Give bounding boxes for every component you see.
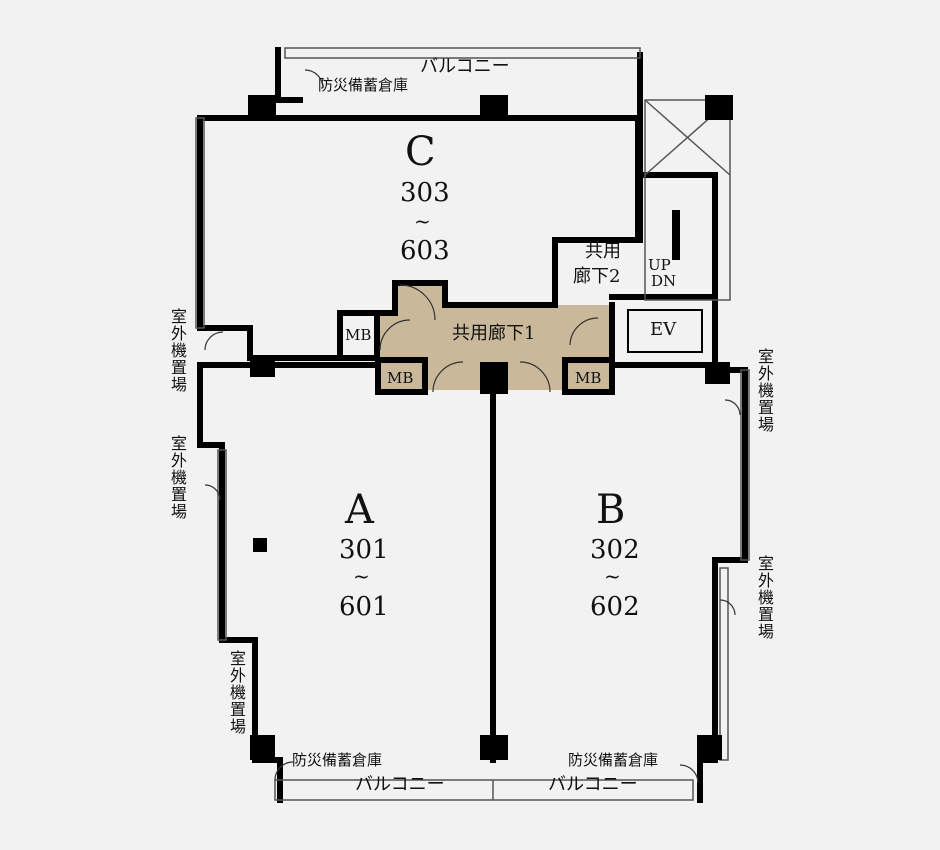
corridor-1-label: 共用廊下1 [452, 323, 536, 344]
storage-a-label: 防災備蓄倉庫 [292, 751, 383, 769]
balcony-a-label: バルコニー [355, 774, 445, 795]
unit-b-to: 602 [590, 592, 640, 622]
thin-lines [195, 47, 750, 801]
ev-label: EV [650, 319, 677, 340]
unit-b-tilde: ~ [604, 564, 621, 588]
corridor-2-label-line2: 廊下2 [573, 266, 621, 287]
unit-c-tilde: ~ [414, 209, 431, 233]
unit-c-letter: C [405, 129, 436, 175]
unit-b-letter: B [596, 487, 626, 533]
unit-c-from: 303 [400, 178, 450, 208]
outdoor-unit-label-2: 室外機置場 [168, 435, 187, 520]
balcony-top-label: バルコニー [420, 56, 510, 77]
walls [197, 47, 748, 803]
columns [248, 95, 733, 760]
door-swings [204, 69, 741, 784]
corridor2-fill [560, 240, 638, 295]
unit-a-from: 301 [339, 535, 389, 565]
storage-b-label: 防災備蓄倉庫 [568, 751, 659, 769]
balcony-b-label: バルコニー [548, 774, 638, 795]
stair-dn-label: DN [651, 272, 677, 290]
outdoor-unit-label-1: 室外機置場 [168, 308, 187, 393]
storage-top-label: 防災備蓄倉庫 [318, 76, 409, 94]
mb-label-right: MB [575, 369, 602, 387]
ev-box [627, 309, 703, 353]
unit-b-from: 302 [590, 535, 640, 565]
stair-up-label: UP [648, 256, 671, 274]
outdoor-unit-label-5: 室外機置場 [755, 555, 774, 640]
outdoor-unit-label-4: 室外機置場 [755, 348, 774, 433]
unit-a-to: 601 [339, 592, 389, 622]
outdoor-unit-label-3: 室外機置場 [227, 650, 246, 735]
unit-a-letter: A [345, 487, 374, 533]
mb-label-center: MB [387, 369, 414, 387]
mb-label-left: MB [345, 326, 372, 344]
corridor-2-label-line1: 共用 [585, 241, 621, 262]
common-corridor-fill [375, 283, 612, 390]
unit-c-to: 603 [400, 236, 450, 266]
unit-a-tilde: ~ [353, 564, 370, 588]
